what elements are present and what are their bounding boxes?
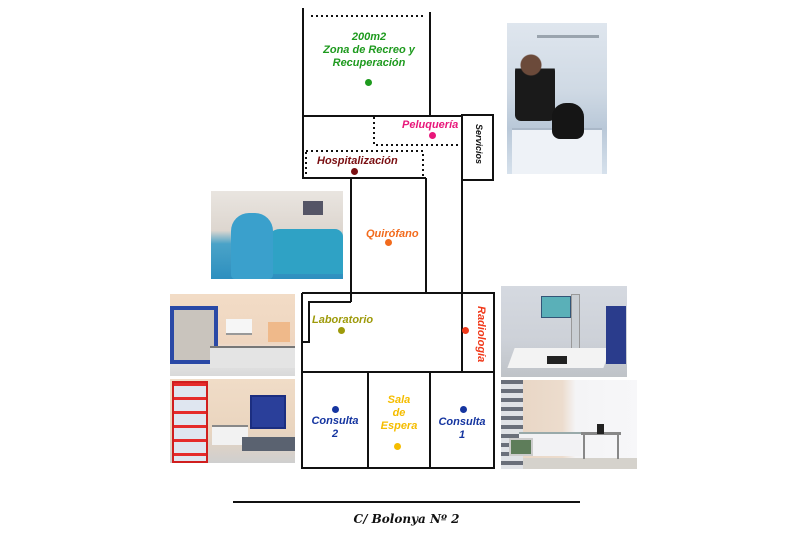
laboratory-photo bbox=[170, 294, 295, 376]
hospitalizacion-dotted-box bbox=[305, 150, 424, 179]
consulta1-dot bbox=[460, 406, 467, 413]
hospitalizacion-label: Hospitalización bbox=[317, 155, 398, 167]
consulta2-title: Consulta bbox=[311, 415, 359, 427]
recreo-dot bbox=[365, 79, 372, 86]
grooming-photo bbox=[507, 23, 607, 174]
peluqueria-label: Peluquería bbox=[402, 119, 459, 131]
consulta2-number: 2 bbox=[331, 428, 339, 440]
sala-espera-dot bbox=[394, 443, 401, 450]
street-label: C/ Bolonya Nº 2 bbox=[353, 512, 460, 526]
servicios-box bbox=[461, 114, 494, 181]
xray-room-photo bbox=[501, 286, 627, 377]
laboratorio-label: Laboratorio bbox=[312, 314, 374, 326]
recreo-area: 200m2 bbox=[351, 31, 387, 43]
consulta1-title: Consulta bbox=[438, 416, 486, 428]
peluqueria-dotted-box bbox=[373, 117, 462, 146]
quirofano-dot bbox=[385, 239, 392, 246]
consulta2-label: Consulta 2 bbox=[304, 415, 366, 441]
recreo-label: 200m2 Zona de Recreo y Recuperación bbox=[318, 31, 420, 70]
recreo-title-line1: Zona de Recreo y bbox=[323, 44, 415, 56]
sala-espera-line3: Espera bbox=[380, 420, 418, 432]
sala-espera-line2: de bbox=[392, 407, 406, 419]
laboratorio-dot bbox=[338, 327, 345, 334]
consulting-room-photo bbox=[501, 380, 637, 469]
quirofano-label: Quirófano bbox=[366, 228, 419, 240]
consulta1-label: Consulta 1 bbox=[431, 416, 493, 442]
solid-walls bbox=[301, 8, 495, 469]
sala-espera-line1: Sala bbox=[387, 394, 411, 406]
radiologia-dot bbox=[462, 327, 469, 334]
street-line bbox=[233, 501, 580, 503]
hospitalizacion-dot bbox=[351, 168, 358, 175]
surgery-photo bbox=[211, 191, 343, 279]
radiologia-label: Radiología bbox=[475, 306, 487, 363]
servicios-label: Servicios bbox=[474, 124, 484, 165]
peluqueria-dot bbox=[429, 132, 436, 139]
pet-shop-photo bbox=[170, 379, 295, 463]
middle-strip-outline bbox=[302, 115, 462, 179]
consulta2-dot bbox=[332, 406, 339, 413]
consulta1-number: 1 bbox=[458, 429, 466, 441]
laboratorio-inner-wall bbox=[302, 301, 351, 343]
dotted-partitions bbox=[305, 15, 462, 179]
sala-espera-label: Sala de Espera bbox=[369, 394, 429, 433]
lower-block-outline bbox=[301, 292, 495, 469]
recreo-title-line2: Recuperación bbox=[332, 57, 406, 69]
